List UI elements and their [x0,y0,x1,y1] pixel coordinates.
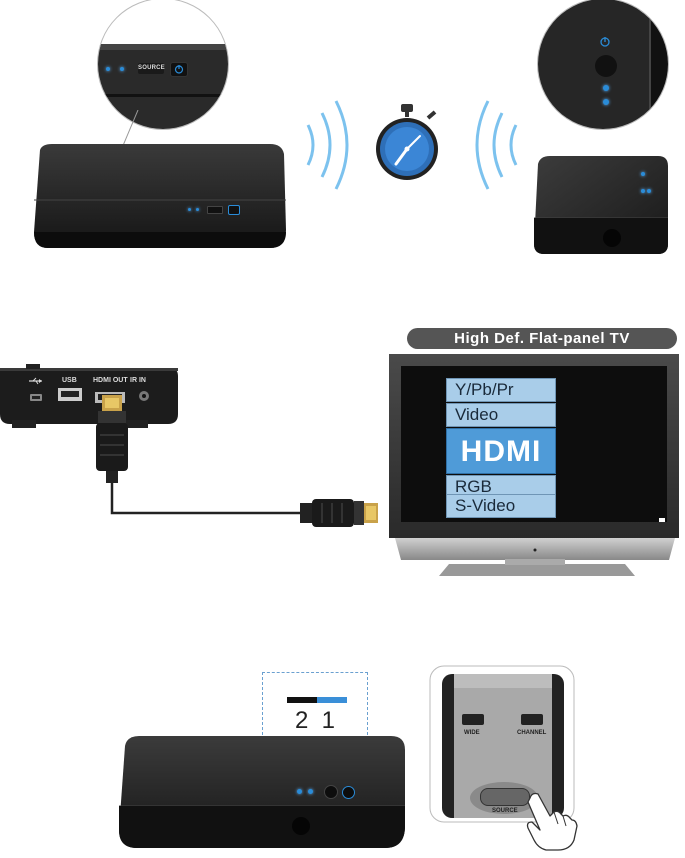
remote-wide-label: WIDE [464,730,480,736]
receiver-led-3 [647,189,651,193]
remote-wide-button[interactable] [462,714,484,725]
receiver-device-front [115,730,415,855]
stopwatch-icon [372,102,442,182]
right-zoom-led-2 [603,99,609,105]
right-wireless-waves-icon [466,95,526,195]
receiver-led-1 [641,172,645,176]
usb-symbol-icon [28,376,44,386]
transmitter-power-button[interactable] [228,205,240,215]
device-led-1 [297,789,302,794]
right-zoom-circle [537,0,669,130]
port-label-ir-in: IR IN [130,377,146,384]
transmitter-led-1 [188,208,191,211]
left-zoom-circle: SOURCE [97,0,229,130]
tv-menu-item-hdmi[interactable]: HDMI [446,428,556,474]
left-wireless-waves-icon [298,95,358,195]
right-zoom-sensor [595,55,617,77]
power-icon [171,63,187,76]
remote-channel-button[interactable] [521,714,543,725]
receiver-led-2 [641,189,645,193]
transmitter-device [30,140,290,255]
transmitter-source-button[interactable] [207,206,223,214]
port-label-usb: USB [62,377,77,384]
remote-source-label: SOURCE [492,808,518,814]
remote-channel-label: CHANNEL [517,730,546,736]
right-zoom-led-1 [603,85,609,91]
tv-menu-item-ypbpr[interactable]: Y/Pb/Pr [446,378,556,402]
transmitter-led-2 [196,208,199,211]
left-zoom-source-button[interactable]: SOURCE [138,63,164,74]
tv-banner-label: High Def. Flat-panel TV [407,328,677,349]
left-zoom-power-button[interactable] [170,62,188,77]
device-source-button[interactable] [324,785,338,799]
device-led-2 [308,789,313,794]
device-power-button[interactable] [342,786,355,799]
port-label-hdmi-out: HDMI OUT [93,377,128,384]
left-zoom-led-1 [106,67,110,71]
power-icon [598,35,612,49]
hdmi-cable [88,395,388,535]
tv-menu-item-video[interactable]: Video [446,403,556,427]
tv-menu-item-s-video[interactable]: S-Video [446,494,556,518]
pointing-hand-icon [520,790,580,852]
receiver-device [530,150,675,260]
indicator-bar-black [287,697,317,703]
indicator-bar-blue [317,697,347,703]
left-zoom-led-2 [120,67,124,71]
